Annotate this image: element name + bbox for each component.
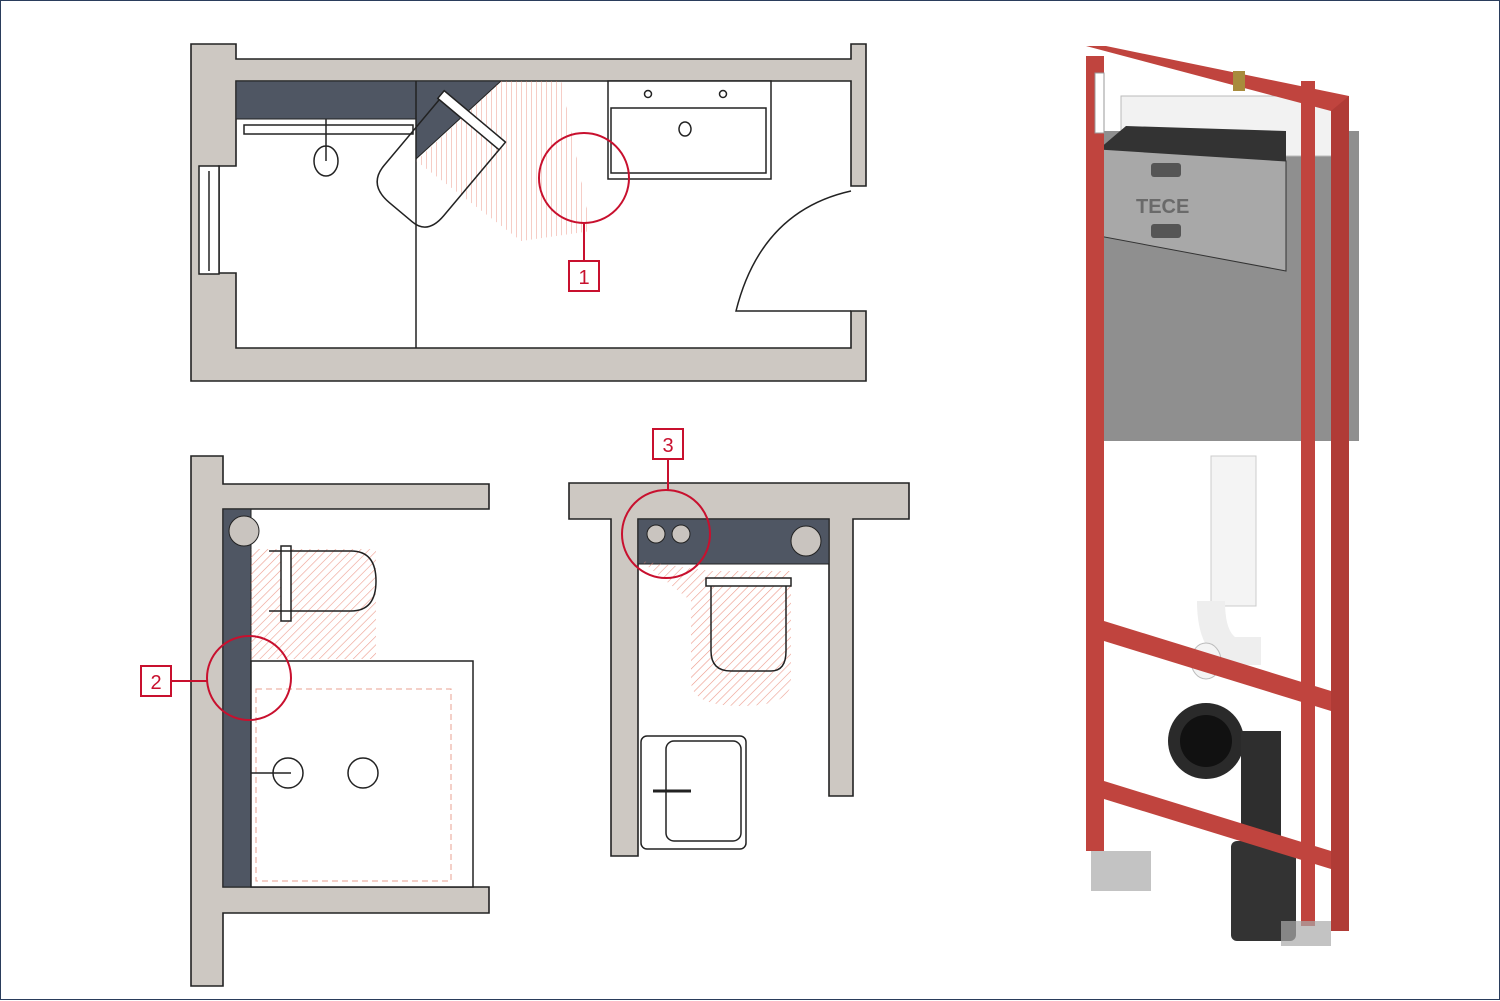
callout-3	[652, 428, 684, 460]
shower-drain	[313, 145, 339, 177]
washbasin	[607, 80, 772, 180]
door-swing	[735, 190, 852, 312]
toilet	[269, 550, 377, 612]
toilet	[376, 89, 507, 228]
frame-post-left	[1086, 56, 1104, 851]
callout-2-label: 2	[150, 672, 161, 694]
flush-pipe	[1210, 455, 1257, 607]
clearance-zone	[416, 81, 591, 241]
callout-1-label: 1	[578, 267, 589, 289]
clearance-zone	[641, 561, 791, 706]
bidet	[640, 735, 747, 850]
installation-wall	[235, 80, 417, 120]
tece-logo: TECE	[1136, 196, 1189, 218]
bathtub	[250, 660, 474, 888]
callout-2	[140, 665, 172, 697]
floor-plan-3: 3	[568, 428, 910, 857]
highlight-circle-2	[206, 635, 292, 721]
highlight-circle-3	[621, 489, 711, 579]
callout-3-label: 3	[662, 435, 673, 457]
pipe	[228, 515, 260, 547]
frame-top	[1086, 46, 1349, 111]
installation-wall	[222, 508, 252, 888]
floor-plan-2: 2	[140, 455, 490, 987]
shower-rail	[243, 124, 414, 135]
frame-post-right	[1331, 96, 1349, 931]
callout-1	[568, 260, 600, 292]
toilet	[710, 586, 787, 672]
clearance-zone	[251, 549, 376, 659]
wall	[190, 43, 867, 382]
floor-plan-1: 1	[190, 43, 867, 382]
wc-installation-frame: TECE	[1086, 46, 1359, 946]
